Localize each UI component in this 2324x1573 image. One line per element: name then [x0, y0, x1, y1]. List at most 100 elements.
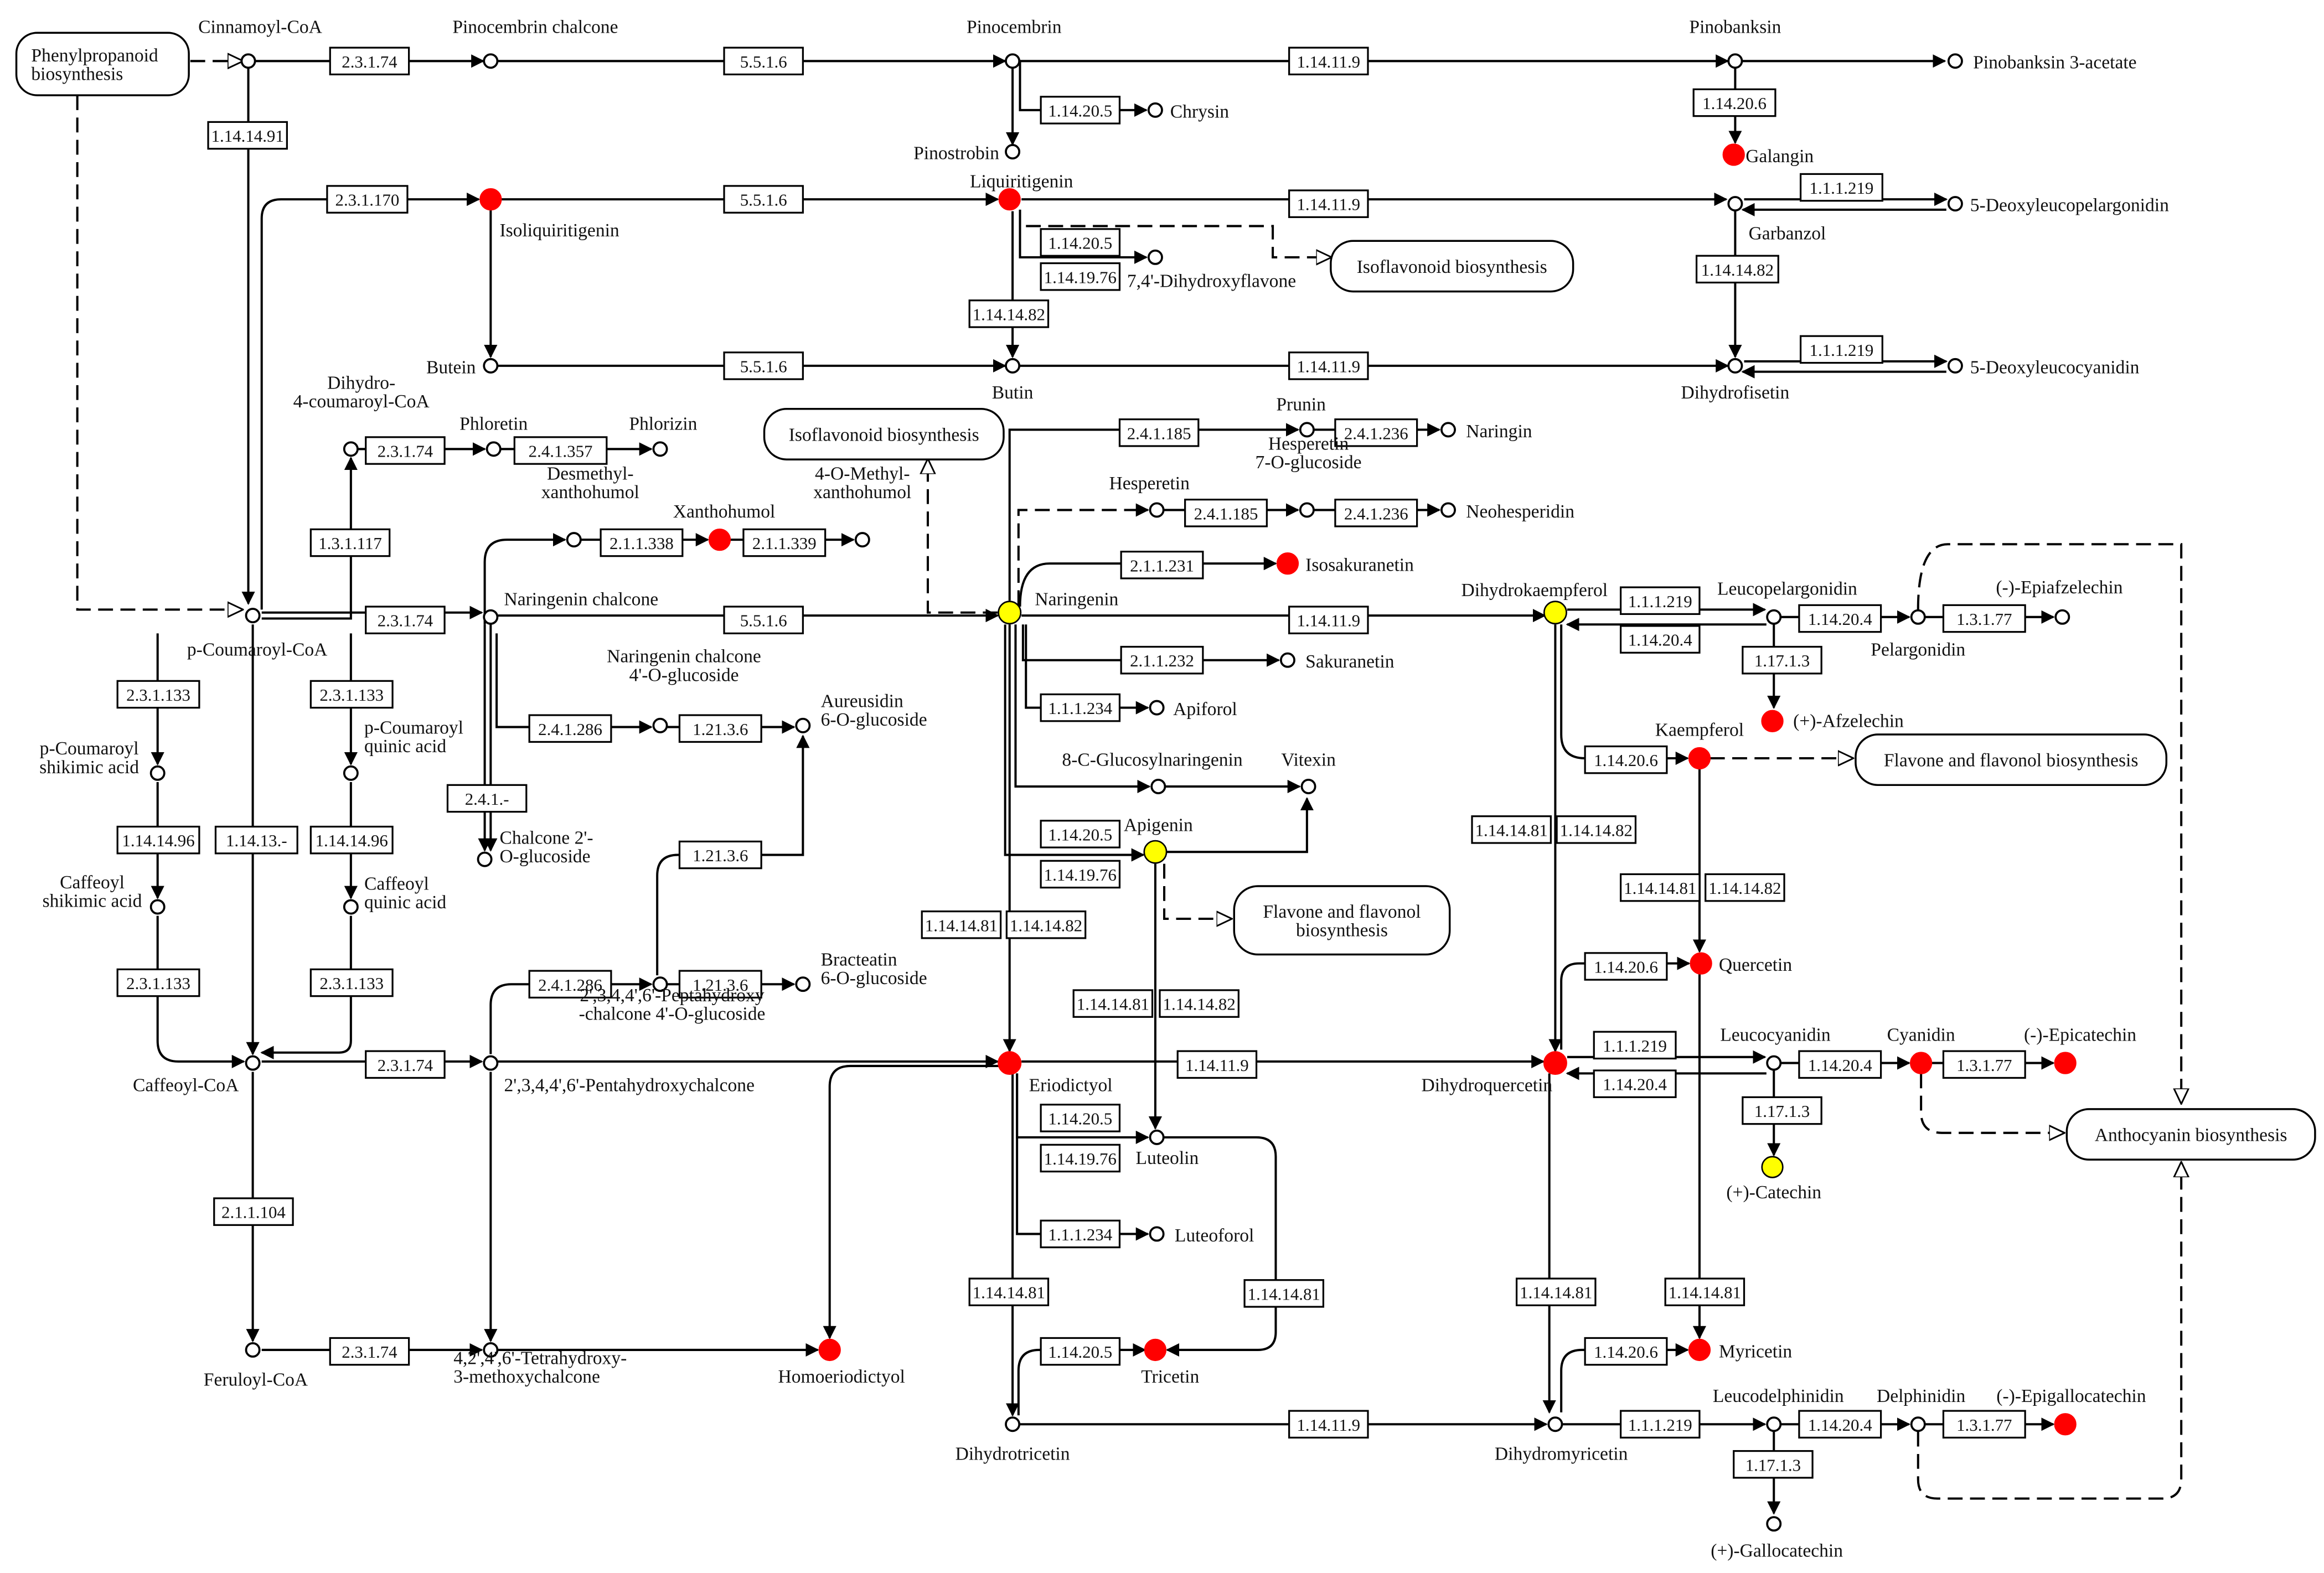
- compound-apigenin[interactable]: Apigenin: [1124, 815, 1193, 864]
- compound-myricetin[interactable]: Myricetin: [1688, 1338, 1792, 1362]
- enzyme-box-1.14.14.82[interactable]: 1.14.14.82: [1159, 989, 1240, 1018]
- enzyme-box-1.14.20.6[interactable]: 1.14.20.6: [1584, 745, 1668, 774]
- enzyme-box-1.14.14.82[interactable]: 1.14.14.82: [1695, 255, 1779, 284]
- compound-dihydrofisetin[interactable]: Dihydrofisetin: [1681, 358, 1790, 403]
- compound-eriodictyol[interactable]: Eriodictyol: [998, 1051, 1113, 1096]
- compound-sakuranetin[interactable]: Sakuranetin: [1279, 651, 1395, 672]
- compound-vitexin[interactable]: Vitexin: [1281, 749, 1336, 794]
- compound-leucodelphinidin[interactable]: Leucodelphinidin: [1713, 1386, 1844, 1432]
- compound-gallocatechin[interactable]: (+)-Gallocatechin: [1711, 1516, 1843, 1561]
- compound-pinocembrin[interactable]: Pinocembrin: [967, 17, 1062, 69]
- enzyme-box-5.5.1.6[interactable]: 5.5.1.6: [723, 351, 804, 380]
- compound-luteoforol[interactable]: Luteoforol: [1149, 1225, 1254, 1246]
- compound-butin[interactable]: Butin: [992, 358, 1034, 403]
- enzyme-box-2.3.1.74[interactable]: 2.3.1.74: [365, 1050, 446, 1079]
- compound-homoeriodictyol[interactable]: Homoeriodictyol: [778, 1338, 905, 1387]
- enzyme-box-1.14.14.91[interactable]: 1.14.14.91: [207, 121, 288, 150]
- enzyme-box-2.1.1.104[interactable]: 2.1.1.104: [213, 1197, 294, 1226]
- compound-dihydroxyflavone[interactable]: 7,4'-Dihydroxyflavone: [1127, 249, 1296, 292]
- enzyme-box-1.14.14.81[interactable]: 1.14.14.81: [921, 910, 1002, 939]
- compound-caffeoylcoa[interactable]: Caffeoyl-CoA: [133, 1055, 261, 1096]
- enzyme-box-2.3.1.133[interactable]: 2.3.1.133: [116, 968, 200, 997]
- compound-glucosylnaringenin[interactable]: 8-C-Glucosylnaringenin: [1062, 749, 1243, 794]
- compound-pinobanksin[interactable]: Pinobanksin: [1689, 17, 1781, 69]
- compound-garbanzol[interactable]: Garbanzol: [1727, 196, 1826, 244]
- compound-tetrahydroxy[interactable]: 4,2',4',6'-Tetrahydroxy-3-methoxychalcon…: [453, 1342, 627, 1387]
- compound-deoxyleucocy[interactable]: 5-Deoxyleucocyanidin: [1947, 357, 2140, 377]
- enzyme-box-1.3.1.77[interactable]: 1.3.1.77: [1942, 1410, 2026, 1439]
- compound-deoxyleucopel[interactable]: 5-Deoxyleucopelargonidin: [1947, 195, 2169, 216]
- pathway-link-iso2[interactable]: Isoflavonoid biosynthesis: [763, 408, 1005, 460]
- enzyme-box-1.17.1.3[interactable]: 1.17.1.3: [1742, 1096, 1822, 1125]
- enzyme-box-1.14.14.81[interactable]: 1.14.14.81: [1664, 1277, 1745, 1306]
- enzyme-box-2.4.1.286[interactable]: 2.4.1.286: [528, 970, 612, 999]
- compound-dihydromyricetin[interactable]: Dihydromyricetin: [1495, 1416, 1628, 1465]
- enzyme-box-1.17.1.3[interactable]: 1.17.1.3: [1733, 1450, 1814, 1479]
- enzyme-box-1.1.1.234[interactable]: 1.1.1.234: [1040, 693, 1121, 722]
- enzyme-box-1.14.20.5[interactable]: 1.14.20.5: [1040, 228, 1121, 257]
- enzyme-box-1.14.11.9[interactable]: 1.14.11.9: [1176, 1050, 1258, 1079]
- enzyme-box-2.1.1.232[interactable]: 2.1.1.232: [1120, 645, 1204, 675]
- enzyme-box-1.14.20.5[interactable]: 1.14.20.5: [1040, 1104, 1121, 1132]
- enzyme-box-1.14.20.5[interactable]: 1.14.20.5: [1040, 820, 1121, 848]
- enzyme-box-2.3.1.74[interactable]: 2.3.1.74: [329, 46, 410, 76]
- compound-apiforol[interactable]: Apiforol: [1149, 699, 1237, 720]
- enzyme-box-1.3.1.117[interactable]: 1.3.1.117: [309, 528, 391, 557]
- enzyme-box-1.14.20.4[interactable]: 1.14.20.4: [1619, 625, 1701, 654]
- compound-catechin[interactable]: (+)-Catechin: [1726, 1156, 1821, 1203]
- enzyme-box-1.14.11.9[interactable]: 1.14.11.9: [1288, 606, 1369, 634]
- enzyme-box-2.1.1.339[interactable]: 2.1.1.339: [742, 528, 827, 557]
- compound-omethylxantho[interactable]: 4-O-Methyl-xanthohumol: [813, 463, 911, 548]
- enzyme-box-1.14.14.81[interactable]: 1.14.14.81: [1072, 989, 1154, 1018]
- compound-dihydrokaempferol[interactable]: Dihydrokaempferol: [1461, 580, 1608, 625]
- enzyme-box-1.14.11.9[interactable]: 1.14.11.9: [1288, 1410, 1369, 1439]
- compound-pentahydroxy[interactable]: 2',3,4,4',6'-Pentahydroxychalcone: [483, 1055, 755, 1096]
- enzyme-box-1.14.14.81[interactable]: 1.14.14.81: [968, 1277, 1050, 1306]
- compound-leucocyanidin[interactable]: Leucocyanidin: [1720, 1024, 1831, 1071]
- compound-phloretin[interactable]: Phloretin: [459, 413, 528, 457]
- enzyme-box-1.1.1.219[interactable]: 1.1.1.219: [1799, 173, 1883, 202]
- enzyme-box-2.3.1.74[interactable]: 2.3.1.74: [329, 1337, 410, 1366]
- enzyme-box-1.14.20.5[interactable]: 1.14.20.5: [1040, 1337, 1121, 1366]
- enzyme-box-1.1.1.219[interactable]: 1.1.1.219: [1799, 335, 1883, 364]
- compound-pelargonidin[interactable]: Pelargonidin: [1871, 609, 1965, 660]
- enzyme-box-2.1.1.338[interactable]: 2.1.1.338: [600, 528, 684, 557]
- enzyme-box-1.14.19.76[interactable]: 1.14.19.76: [1040, 262, 1121, 291]
- enzyme-box-1.14.20.4[interactable]: 1.14.20.4: [1798, 1050, 1882, 1079]
- enzyme-box-2.4.1.185[interactable]: 2.4.1.185: [1184, 499, 1268, 527]
- enzyme-box-1.1.1.219[interactable]: 1.1.1.219: [1619, 1410, 1701, 1439]
- compound-prunin[interactable]: Prunin: [1276, 394, 1326, 438]
- enzyme-box-1.21.3.6[interactable]: 1.21.3.6: [678, 714, 762, 743]
- enzyme-box-2.4.1.185[interactable]: 2.4.1.185: [1118, 418, 1200, 447]
- compound-pinostrobin[interactable]: Pinostrobin: [913, 143, 1021, 164]
- pathway-link-iso1[interactable]: Isoflavonoid biosynthesis: [1330, 240, 1574, 293]
- compound-naringenin-chalcone[interactable]: Naringenin chalcone: [483, 589, 658, 625]
- enzyme-box-1.14.19.76[interactable]: 1.14.19.76: [1040, 860, 1121, 889]
- compound-liquiritigenin[interactable]: Liquiritigenin: [970, 172, 1073, 211]
- compound-epigallocatechin[interactable]: (-)-Epigallocatechin: [1996, 1386, 2146, 1436]
- enzyme-box-1.14.20.5[interactable]: 1.14.20.5: [1040, 96, 1121, 125]
- compound-neohesperidin[interactable]: Neohesperidin: [1440, 501, 1574, 522]
- compound-afzelechin[interactable]: (+)-Afzelechin: [1761, 710, 1904, 732]
- enzyme-box-2.4.1.286[interactable]: 2.4.1.286: [528, 714, 612, 743]
- compound-phlorizin[interactable]: Phlorizin: [629, 413, 698, 457]
- enzyme-box-1.14.20.6[interactable]: 1.14.20.6: [1584, 952, 1668, 981]
- compound-coumaroylcoa[interactable]: p-Coumaroyl-CoA: [187, 608, 328, 660]
- compound-naringin[interactable]: Naringin: [1440, 421, 1532, 442]
- compound-hesperetin[interactable]: Hesperetin: [1109, 473, 1190, 518]
- enzyme-box-1.21.3.6[interactable]: 1.21.3.6: [678, 970, 762, 999]
- enzyme-box-1.14.14.82[interactable]: 1.14.14.82: [1705, 873, 1785, 902]
- compound-pinocembrin-chalcone[interactable]: Pinocembrin chalcone: [452, 17, 618, 69]
- enzyme-box-2.3.1.133[interactable]: 2.3.1.133: [309, 680, 394, 709]
- enzyme-box-1.14.19.76[interactable]: 1.14.19.76: [1040, 1143, 1121, 1173]
- compound-chrysin[interactable]: Chrysin: [1147, 101, 1229, 122]
- enzyme-box-1.14.14.82[interactable]: 1.14.14.82: [1005, 910, 1087, 939]
